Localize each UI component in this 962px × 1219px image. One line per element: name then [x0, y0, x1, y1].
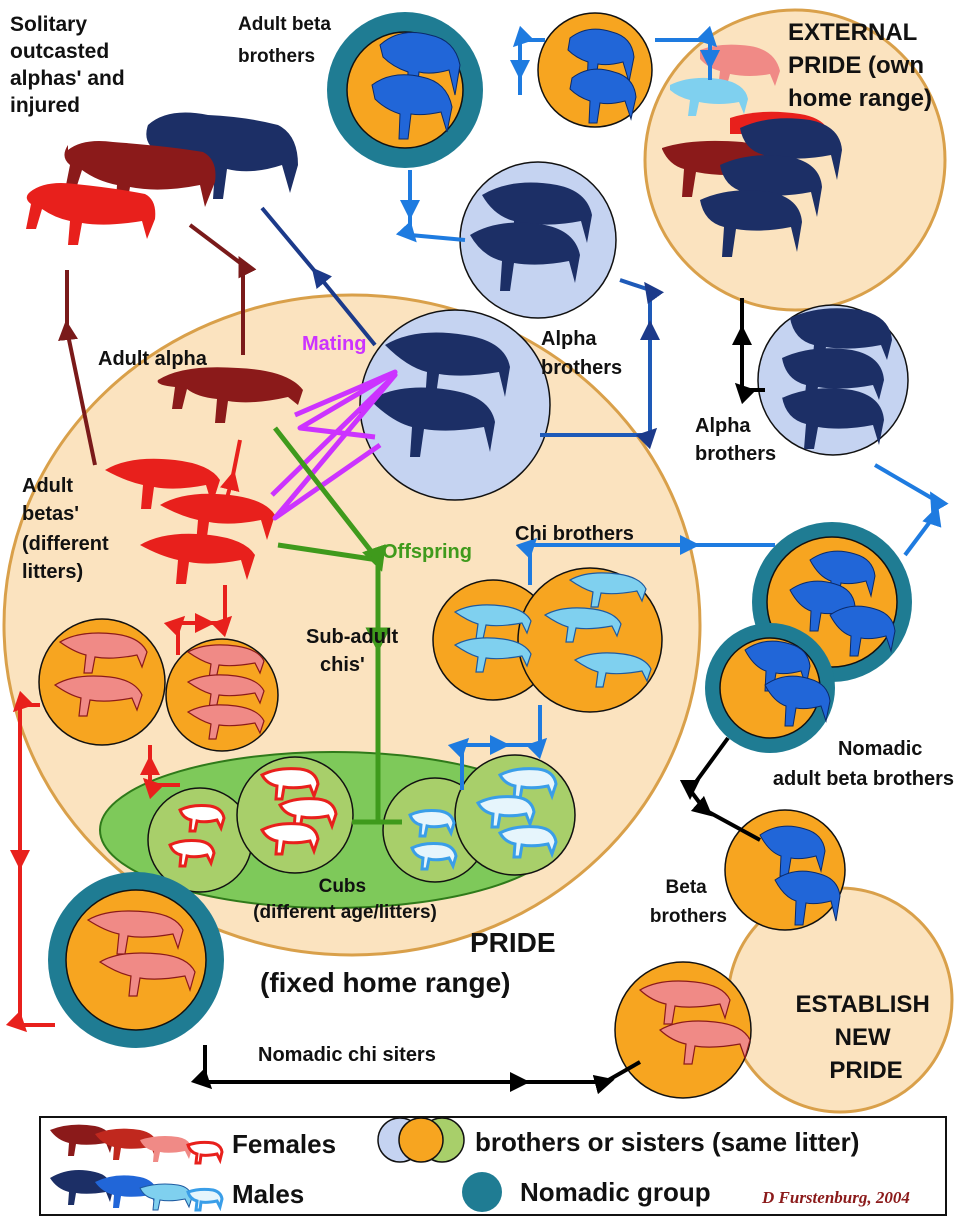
beta-brothers-label: Beta brothers: [650, 877, 727, 927]
nomadic-adult-beta-label-line-2: adult beta brothers: [773, 768, 954, 790]
arrow-top-cycle-1: [410, 170, 465, 240]
pride-label-line-1: PRIDE: [470, 927, 556, 958]
solitary-label-line-3: alphas' and: [10, 67, 125, 90]
cubs-label-line-2: (different age/litters): [253, 902, 437, 923]
adult-betas-label-line-1: Adult: [22, 475, 73, 497]
adult-beta-brothers-label: Adult beta brothers: [238, 14, 336, 67]
sub-adult-label-line-1: Sub-adult: [306, 626, 399, 648]
alpha-brothers-label-1: Alpha brothers: [541, 328, 622, 379]
beta-brothers-label-line-2: brothers: [650, 906, 727, 927]
adult-beta-brothers-label-line-1: Adult beta: [238, 14, 331, 35]
solitary-label-line-1: Solitary: [10, 13, 87, 36]
external-pride-label-line-1: EXTERNAL: [788, 19, 917, 46]
legend-females-label: Females: [232, 1129, 336, 1159]
pride-label-line-2: (fixed home range): [260, 967, 510, 998]
external-pride-label-line-2: PRIDE (own: [788, 52, 924, 79]
chi-brothers-label: Chi brothers: [515, 523, 634, 545]
solitary-label-line-2: outcasted: [10, 40, 109, 63]
external-pride-label: EXTERNAL PRIDE (own home range): [788, 19, 932, 112]
adult-betas-label-line-3: (different: [22, 533, 109, 555]
alpha-brothers-label-1-line-2: brothers: [541, 357, 622, 379]
solitary-label: Solitary outcasted alphas' and injured: [10, 13, 131, 117]
establish-label-line-3: PRIDE: [829, 1057, 902, 1084]
establish-label-line-2: NEW: [835, 1024, 891, 1051]
cubs-label-line-1: Cubs: [319, 876, 367, 897]
adult-betas-label-line-2: betas': [22, 503, 79, 525]
legend-same-litter-label: brothers or sisters (same litter): [475, 1127, 859, 1157]
alpha-brothers-label-2-line-2: brothers: [695, 443, 776, 465]
sub-adult-label-line-2: chis': [320, 654, 365, 676]
legend-orange-circle: [399, 1118, 443, 1162]
nomadic-chi-sisters-label: Nomadic chi siters: [258, 1044, 436, 1066]
mating-label: Mating: [302, 333, 366, 355]
legend-credit: D Furstenburg, 2004: [761, 1188, 910, 1207]
legend: Females Males brothers or sisters (same …: [40, 1117, 946, 1215]
alpha-brothers-label-2: Alpha brothers: [695, 415, 776, 465]
beta-brothers-label-line-1: Beta: [666, 877, 708, 898]
offspring-label: Offspring: [382, 541, 472, 563]
external-pride-label-line-3: home range): [788, 85, 932, 112]
nomadic-adult-beta-label: Nomadic adult beta brothers: [773, 738, 954, 790]
adult-alpha-label: Adult alpha: [98, 348, 208, 370]
solitary-label-line-4: injured: [10, 94, 80, 117]
adult-betas-label-line-4: litters): [22, 561, 83, 583]
solitary-beta-female-lion: [26, 183, 155, 245]
legend-males-label: Males: [232, 1179, 304, 1209]
establish-label-line-1: ESTABLISH: [796, 991, 930, 1018]
alpha-brothers-label-1-line-1: Alpha: [541, 328, 597, 350]
alpha-brothers-label-2-line-1: Alpha: [695, 415, 751, 437]
legend-nomadic-group-label: Nomadic group: [520, 1177, 711, 1207]
legend-nomadic-circle: [462, 1172, 502, 1212]
adult-beta-brothers-label-line-2: brothers: [238, 46, 315, 67]
nomadic-adult-beta-label-line-1: Nomadic: [838, 738, 922, 760]
